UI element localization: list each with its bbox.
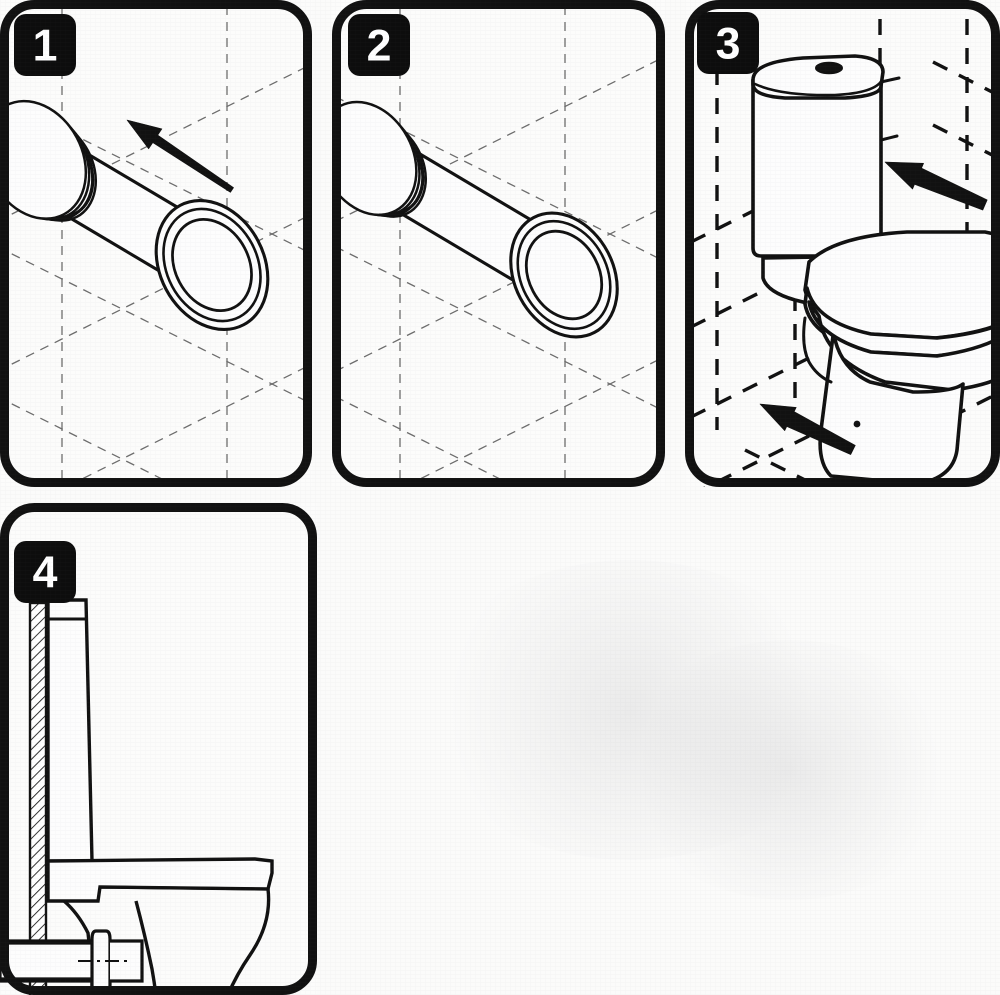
seat-plate-line — [99, 885, 269, 891]
badge-background — [348, 14, 410, 76]
close-coupled-toilet[interactable] — [751, 54, 1000, 486]
push-direction-arrow — [126, 119, 234, 193]
pan-connector-pipe[interactable] — [0, 83, 290, 349]
socket-ring-middle — [516, 219, 612, 331]
cistern-corner-tick-mid — [879, 134, 899, 142]
panel-border — [0, 503, 317, 995]
panel-canvas: 3 — [685, 0, 1000, 487]
floor-edge-diagonal — [744, 448, 823, 487]
bowl-outer-profile — [226, 888, 271, 995]
push-direction-arrow-lower — [759, 403, 856, 455]
step-number-badge[interactable]: 2 — [348, 14, 410, 76]
hatched-wall — [28, 601, 48, 995]
bowl-inner-wall — [134, 900, 158, 995]
panel-canvas: 2 — [332, 0, 665, 487]
cistern-body — [751, 76, 883, 258]
grid-diagonal-left — [402, 355, 665, 487]
pan-rim-section — [46, 857, 274, 903]
cistern-corner-tick-top — [879, 76, 901, 84]
badge-background — [697, 12, 759, 74]
cross-section-drawing[interactable] — [0, 598, 274, 995]
socket-ring-middle — [162, 207, 262, 323]
panel-canvas: 4 — [0, 503, 317, 995]
panel-canvas: 1 — [0, 0, 312, 487]
bowl-outer-lip — [807, 300, 1000, 392]
grid-diagonal-right — [332, 394, 518, 487]
cistern-section — [46, 598, 94, 863]
panel-1[interactable]: 1 — [0, 0, 312, 487]
grid-diagonal-left — [64, 363, 312, 487]
cistern-lid-seam — [753, 78, 884, 97]
panel-2[interactable]: 2 — [332, 0, 665, 487]
panel-4[interactable]: 4 — [0, 503, 317, 995]
pipe-socket-end — [154, 198, 270, 332]
panel-border — [685, 0, 1000, 487]
socket-ring-outer — [509, 211, 619, 339]
bowl-left-inner-wall — [62, 899, 94, 970]
panel-border — [0, 0, 312, 487]
push-direction-arrow-upper — [884, 161, 988, 211]
badge-number: 1 — [33, 22, 58, 71]
pedestal-left-crease — [802, 316, 833, 384]
grid-diagonal-right — [0, 397, 180, 487]
paper-blotch — [620, 640, 960, 900]
floor-fixing-bolt — [853, 420, 861, 428]
pipe-spigot-end — [332, 100, 428, 218]
badge-number: 3 — [716, 20, 741, 69]
panel-3[interactable]: 3 — [685, 0, 1000, 487]
step-number-badge[interactable]: 1 — [14, 14, 76, 76]
pan-connector-pipe[interactable] — [332, 85, 638, 356]
waste-pipe-through-wall-fill — [46, 943, 96, 979]
step-number-badge[interactable]: 4 — [14, 541, 76, 603]
socket-ring-bore — [171, 217, 253, 313]
socket-ring-bore — [524, 229, 604, 321]
step-number-badge[interactable]: 3 — [697, 12, 759, 74]
panel-border — [332, 0, 665, 487]
badge-background — [14, 14, 76, 76]
cistern-lid — [751, 54, 885, 100]
toilet-pedestal — [818, 334, 965, 486]
pipe-socket-end — [509, 211, 619, 339]
paper-blotch — [420, 560, 840, 860]
pipe-spigot-end — [0, 99, 98, 222]
badge-number: 2 — [367, 22, 392, 71]
socket-ring-outer — [154, 198, 270, 332]
badge-background — [14, 541, 76, 603]
badge-number: 4 — [33, 549, 58, 598]
flush-button[interactable] — [815, 61, 843, 75]
